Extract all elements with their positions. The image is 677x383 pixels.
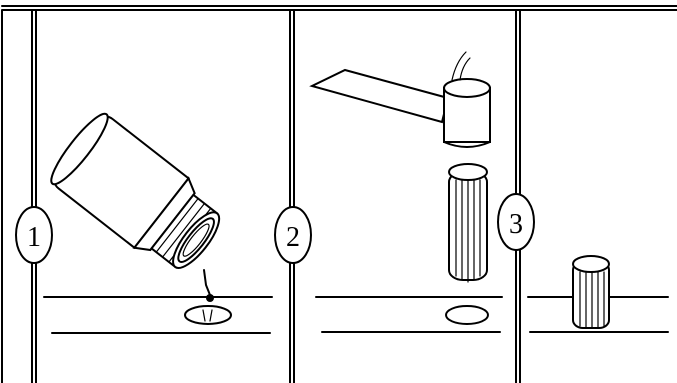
glue-drip-icon xyxy=(203,269,214,302)
glue-bottle-icon xyxy=(50,112,221,269)
hole-icon xyxy=(184,305,232,325)
panel-1: 1 xyxy=(15,112,273,334)
step-1-label: 1 xyxy=(15,206,53,264)
step-3-label: 3 xyxy=(497,193,535,251)
step-2-label: 2 xyxy=(274,206,312,264)
svg-text:2: 2 xyxy=(286,222,300,253)
dowel-icon xyxy=(572,255,610,329)
panel-3: 3 xyxy=(497,193,669,333)
frame xyxy=(1,5,677,383)
svg-text:1: 1 xyxy=(27,222,41,253)
mallet-icon xyxy=(309,51,491,148)
hole-icon xyxy=(445,305,489,325)
dowel-icon xyxy=(448,163,488,283)
panel-2: 2 xyxy=(274,51,503,333)
svg-text:3: 3 xyxy=(509,209,523,240)
